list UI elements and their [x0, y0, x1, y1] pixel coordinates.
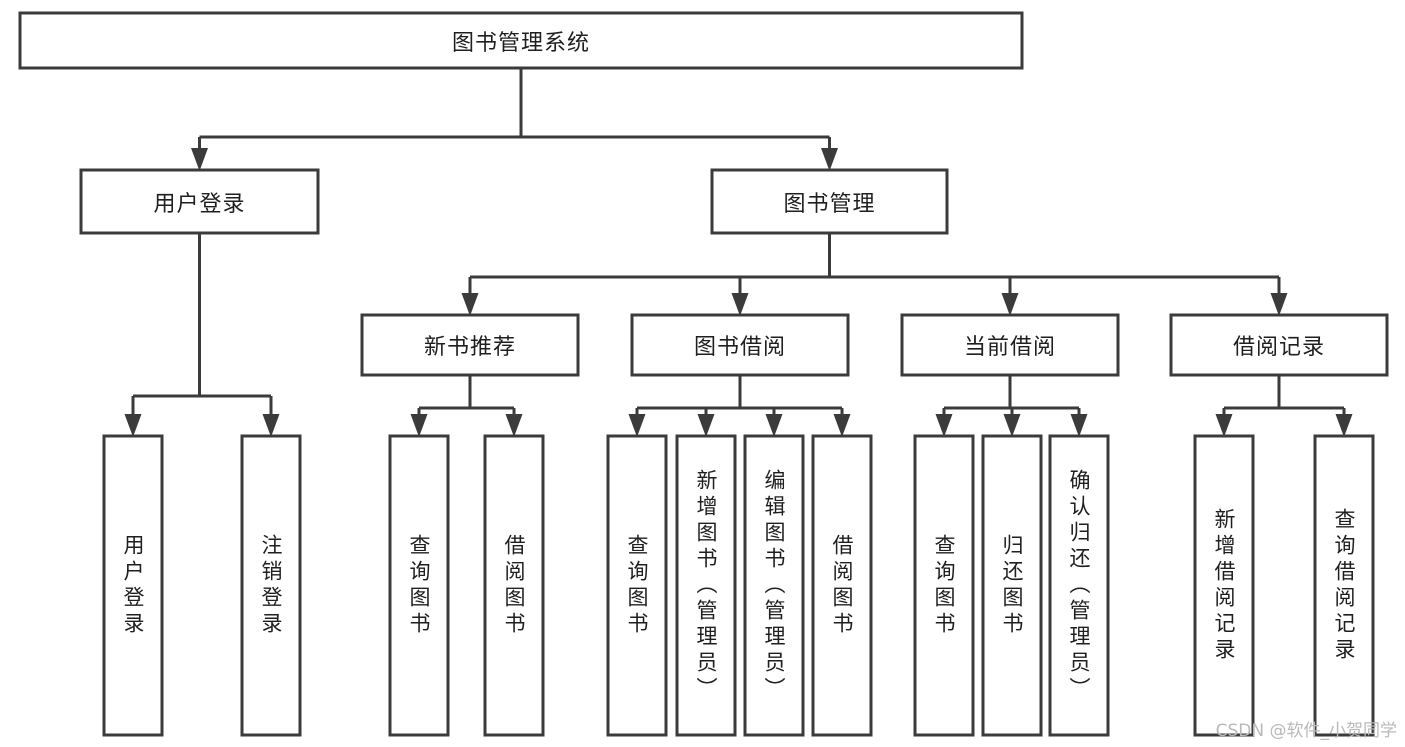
node-box-l-cur-query[interactable] [913, 434, 975, 737]
arrowhead-l-cur-conf [1070, 414, 1088, 437]
watermark-text: CSDN @软件_小贺同学 [1215, 721, 1397, 741]
node-box-root[interactable] [18, 11, 1024, 70]
arrowhead-n-login [191, 148, 208, 171]
node-box-l-cur-return[interactable] [981, 434, 1043, 737]
node-box-l-bo-borrow[interactable] [811, 434, 873, 737]
node-box-l-bo-query[interactable] [606, 434, 668, 737]
edges-layer [124, 68, 1353, 437]
arrowhead-l-rec-query [1335, 414, 1353, 437]
node-box-l-new-query[interactable] [388, 434, 450, 737]
arrowhead-l-cur-query [935, 414, 953, 437]
node-box-l-userlogin[interactable] [102, 434, 164, 737]
arrowhead-l-bo-add [697, 414, 715, 437]
node-box-n-cur[interactable] [900, 313, 1120, 377]
node-box-l-bo-add[interactable] [675, 434, 737, 737]
arrowhead-l-cur-return [1003, 414, 1021, 437]
arrowhead-l-bo-borrow [833, 414, 851, 437]
arrowhead-n-cur [1001, 293, 1019, 316]
arrowhead-n-book [821, 148, 838, 171]
node-box-l-new-borrow[interactable] [483, 434, 545, 737]
node-box-l-rec-query[interactable] [1313, 434, 1375, 737]
arrowhead-l-rec-add [1215, 414, 1233, 437]
arrowhead-n-rec [1270, 293, 1288, 316]
arrowhead-l-logout [262, 414, 280, 437]
node-box-n-borrow[interactable] [630, 313, 850, 377]
nodes-layer [18, 11, 1389, 737]
arrowhead-l-new-borrow [505, 414, 523, 437]
arrowhead-l-new-query [410, 414, 428, 437]
node-box-l-rec-add[interactable] [1193, 434, 1255, 737]
arrowhead-l-bo-query [628, 414, 646, 437]
arrowhead-l-bo-edit [765, 414, 783, 437]
arrowhead-l-userlogin [124, 414, 142, 437]
node-box-l-logout[interactable] [240, 434, 302, 737]
node-box-n-book[interactable] [710, 168, 949, 235]
node-box-n-login[interactable] [79, 168, 320, 235]
node-box-n-rec[interactable] [1169, 313, 1389, 377]
node-box-n-new[interactable] [360, 313, 580, 377]
arrowhead-n-new [461, 293, 479, 316]
node-box-l-bo-edit[interactable] [743, 434, 805, 737]
node-box-l-cur-conf[interactable] [1048, 434, 1110, 737]
arrowhead-n-borrow [731, 293, 749, 316]
